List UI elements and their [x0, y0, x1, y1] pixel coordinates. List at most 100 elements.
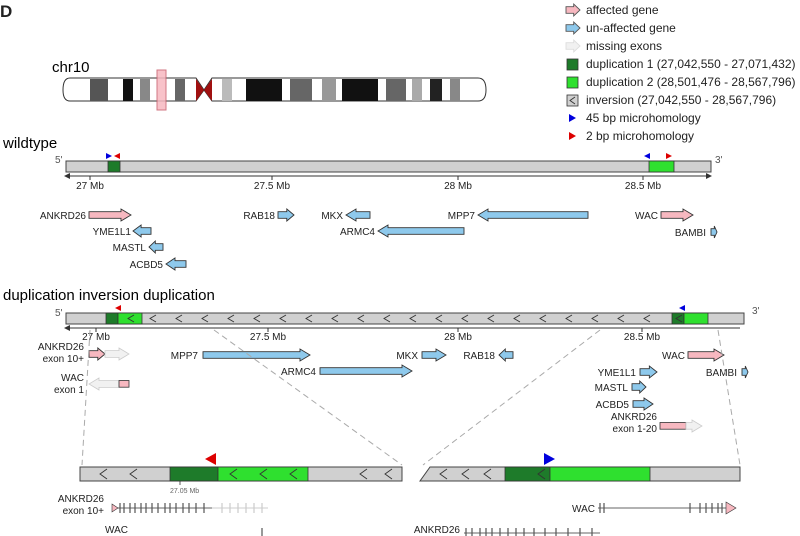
gene-label: ANKRD26 — [38, 342, 85, 353]
gene-label: ARMC4 — [281, 367, 316, 378]
gene-label: YME1L1 — [598, 368, 637, 379]
gene-arrow — [377, 224, 465, 238]
gene-label: BAMBI — [706, 368, 737, 379]
legend-triangle-icon — [569, 114, 576, 122]
legend: affected gene un-affected gene missing exo… — [565, 2, 796, 143]
gene-label: RAB18 — [243, 211, 275, 222]
gene-label: BAMBI — [675, 228, 706, 239]
gene-label: MKX — [321, 211, 343, 222]
legend-item-label: duplication 1 (27,042,550 - 27,071,432) — [586, 57, 796, 71]
legend-arrow-icon — [565, 38, 581, 54]
wildtype-3prime: 3' — [715, 155, 723, 166]
wildtype-track — [64, 153, 712, 179]
gene-missing-exons — [88, 377, 120, 391]
legend-item-label: 2 bp microhomology — [586, 129, 694, 143]
zoom-track-left — [79, 453, 403, 485]
gene-arrow — [345, 208, 371, 222]
legend-item-label: missing exons — [586, 39, 662, 53]
gene-missing-exons — [685, 419, 703, 433]
axis-tick-label: 27.5 Mb — [250, 332, 287, 343]
gene-label: ANKRD26 — [611, 412, 658, 423]
gene-label: ACBD5 — [596, 400, 630, 411]
legend-box-icon — [566, 76, 579, 89]
gene-label: MASTL — [113, 243, 147, 254]
gene-label: exon 1-20 — [613, 424, 658, 435]
gene-label: MASTL — [595, 383, 629, 394]
legend-inversion-icon — [566, 94, 579, 107]
gene-arrow — [88, 347, 106, 361]
gene-arrow — [631, 379, 647, 395]
legend-box-icon — [566, 58, 579, 71]
gene-label: WAC — [662, 351, 685, 362]
gene-label: MPP7 — [448, 211, 476, 222]
gene-arrow — [498, 347, 514, 363]
legend-item-label: un-affected gene — [586, 21, 676, 35]
gene-label: WAC — [105, 525, 128, 536]
gene-arrow — [687, 348, 725, 362]
axis-tick-label: 28 Mb — [444, 332, 472, 343]
gene-label: exon 1 — [54, 385, 84, 396]
gene-arrow — [148, 239, 164, 255]
gene-missing-exons — [104, 347, 130, 361]
gene-arrow — [88, 208, 132, 222]
axis-tick-label: 28.5 Mb — [624, 332, 661, 343]
zoom-guides — [81, 329, 741, 466]
gene-label: ANKRD26 — [58, 494, 105, 505]
gene-label: MPP7 — [171, 351, 199, 362]
gene-arrow — [277, 208, 295, 222]
legend-item-label: inversion (27,042,550 - 28,567,796) — [586, 93, 776, 107]
gene-label: YME1L1 — [93, 227, 132, 238]
legend-arrow-icon — [565, 2, 581, 18]
gene-label: RAB18 — [463, 351, 495, 362]
gene-arrow — [132, 224, 152, 238]
gene-arrow — [639, 365, 658, 379]
gene-arrow — [659, 422, 687, 430]
gene-label: MKX — [396, 351, 418, 362]
axis-tick-label: 28 Mb — [444, 181, 472, 192]
gene-arrow — [165, 257, 187, 271]
gene-arrow — [319, 364, 413, 378]
chromosome-ideogram — [62, 69, 487, 111]
legend-triangle-icon — [569, 132, 576, 140]
did-axis-ticks: 27 Mb 27.5 Mb 28 Mb 28.5 Mb — [82, 328, 661, 343]
did-3prime: 3' — [752, 306, 760, 317]
legend-arrow-icon — [565, 20, 581, 36]
panel-letter: D — [0, 2, 13, 21]
legend-item-label: duplication 2 (28,501,476 - 28,567,796) — [586, 75, 796, 89]
did-5prime: 5' — [55, 308, 63, 319]
gene-label: exon 10+ — [63, 506, 105, 517]
wildtype-title: wildtype — [2, 135, 57, 152]
axis-tick-label: 28.5 Mb — [625, 181, 662, 192]
legend-item-label: affected gene — [586, 3, 659, 17]
gene-arrow — [202, 348, 311, 362]
chromosome-label: chr10 — [52, 59, 90, 76]
gene-label: WAC — [635, 211, 658, 222]
gene-label: ACBD5 — [130, 260, 164, 271]
did-track — [64, 305, 745, 331]
gene-label: WAC — [61, 373, 84, 384]
gene-arrow — [421, 348, 447, 362]
gene-arrow — [741, 365, 749, 379]
wildtype-axis-ticks: 27 Mb 27.5 Mb 28 Mb 28.5 Mb — [76, 176, 662, 192]
gene-arrow — [118, 380, 130, 388]
zoom-track-right — [419, 453, 741, 482]
gene-label: ARMC4 — [340, 227, 375, 238]
axis-tick-label: 27 Mb — [82, 332, 110, 343]
gene-label: WAC — [572, 504, 595, 515]
gene-arrow — [660, 208, 694, 222]
gene-label: ANKRD26 — [414, 525, 461, 536]
wildtype-5prime: 5' — [55, 155, 63, 166]
legend-item-label: 45 bp microhomology — [586, 111, 701, 125]
gene-arrow — [710, 225, 718, 239]
zoom-tick-label: 27.05 Mb — [170, 488, 199, 495]
axis-tick-label: 27.5 Mb — [254, 181, 291, 192]
gene-arrow — [477, 208, 589, 222]
did-title: duplication inversion duplication — [3, 287, 215, 304]
gene-label: ANKRD26 — [40, 211, 87, 222]
gene-label: exon 10+ — [43, 354, 85, 365]
axis-tick-label: 27 Mb — [76, 181, 104, 192]
